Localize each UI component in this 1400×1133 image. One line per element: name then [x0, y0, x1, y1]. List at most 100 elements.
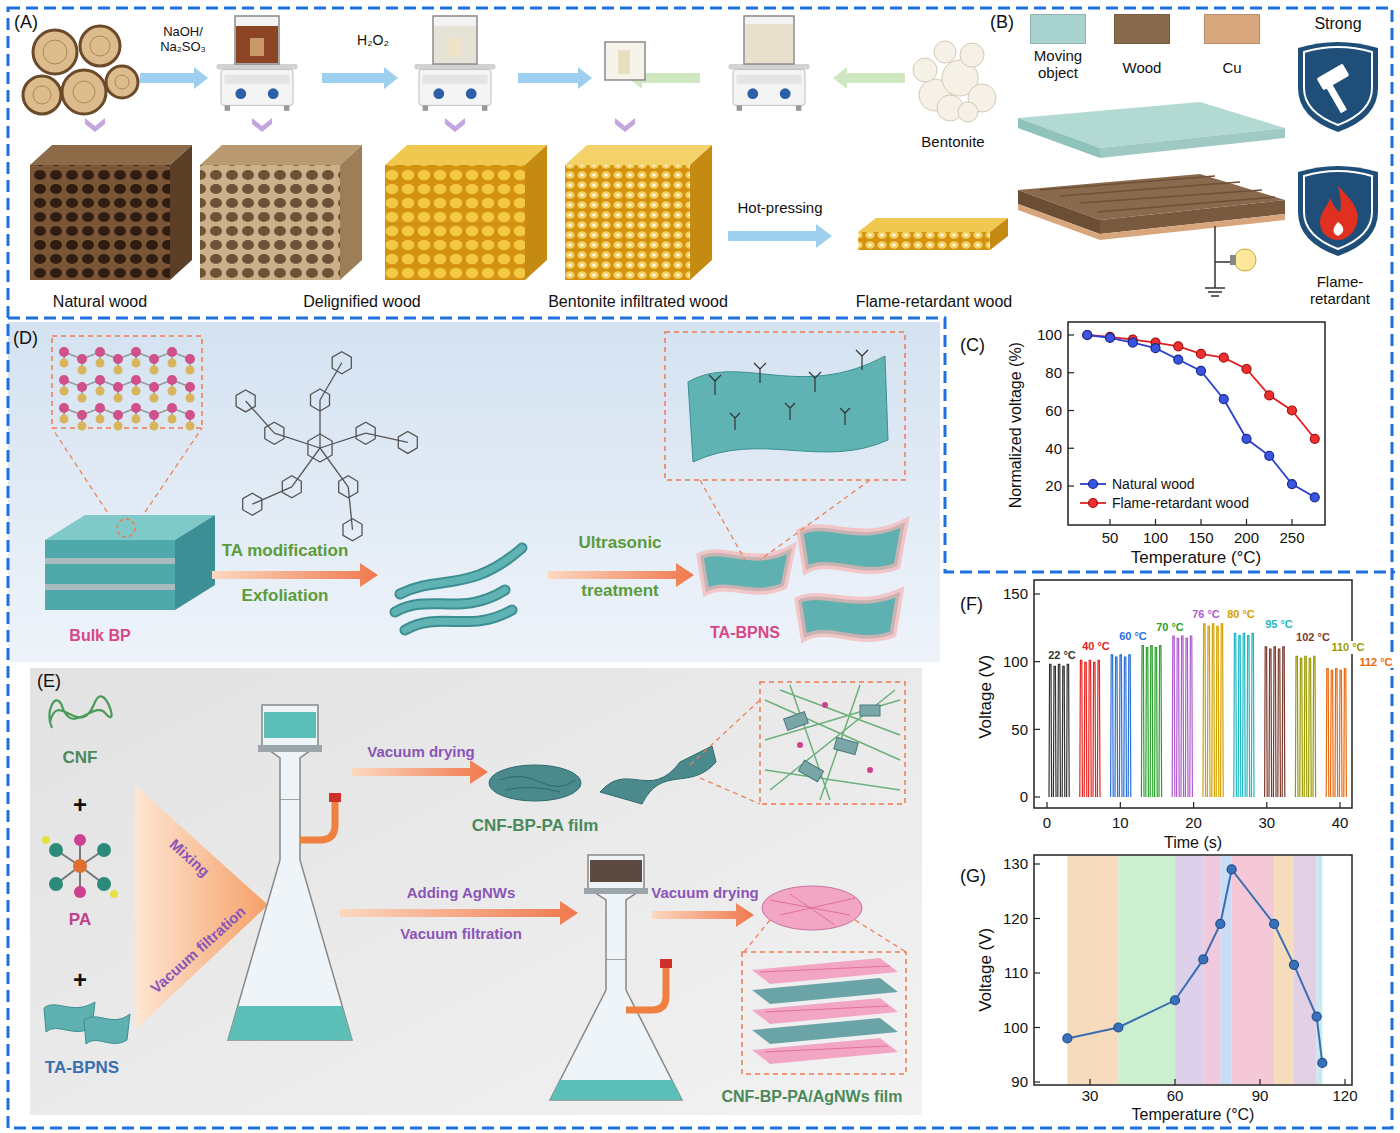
chart-mark [185, 410, 195, 420]
lattice-inset [135, 428, 202, 527]
chart-mark [1251, 633, 1254, 797]
tannic-acid-structure [236, 352, 417, 541]
chart-mark [1331, 670, 1334, 797]
sheet-inset [688, 356, 888, 462]
chart-mark [1034, 863, 1040, 864]
tick-label: 0 [1020, 788, 1028, 805]
chart-mark [113, 410, 123, 420]
chart-mark [78, 394, 87, 403]
filtration-apparatus [550, 1080, 682, 1100]
chart-mark [149, 382, 159, 392]
beaker [236, 26, 278, 63]
sheet-inset [665, 332, 905, 480]
chart-mark [60, 359, 69, 368]
chart-mark [167, 347, 177, 357]
panel-frame [8, 8, 1395, 1128]
film-disc [700, 778, 760, 804]
chart-mark [1128, 655, 1131, 797]
chart-mark [186, 422, 195, 431]
chart-mark [1089, 660, 1092, 797]
chart-mark [131, 347, 141, 357]
chart-mark [131, 375, 141, 385]
wood-block [170, 145, 192, 280]
chart-mark [1197, 349, 1206, 358]
chart-mark [320, 363, 342, 400]
chart-mark [1278, 649, 1281, 797]
tick-label: 50 [1102, 529, 1119, 546]
chart-mark [132, 415, 141, 424]
beaker [744, 16, 794, 64]
film-disc [760, 682, 905, 804]
nanosheet [84, 1014, 130, 1044]
chart-mark [1106, 333, 1115, 342]
process-arrow [340, 901, 578, 925]
chart-mark [168, 359, 177, 368]
chart-mark [1034, 1027, 1040, 1028]
molecule-sketch [97, 877, 111, 891]
chart-mark [1266, 802, 1267, 808]
tick-label: 100 [1003, 1019, 1028, 1036]
temperature-label: 60 °C [1118, 630, 1148, 643]
chart-mark [1084, 662, 1087, 797]
wood-block [525, 145, 547, 280]
device-sketch [1230, 255, 1236, 265]
chart-mark [1313, 656, 1316, 797]
panel-frame [8, 8, 1392, 1128]
chart-mark [185, 382, 195, 392]
log-pile [43, 40, 67, 64]
chart-mark [252, 487, 292, 504]
chart-mark [1197, 366, 1206, 375]
legend-label: Wood [1123, 59, 1162, 76]
chart-mark [1141, 646, 1144, 798]
chart-mark [1247, 636, 1250, 797]
tick-label: 60 [1167, 1087, 1184, 1104]
chart-mark [1174, 355, 1183, 364]
tick-label: 100 [1037, 326, 1062, 343]
temperature-label: 112 °C [1358, 656, 1393, 669]
chart-mark [1111, 655, 1114, 797]
wood-block [858, 232, 990, 250]
tick-label: 80 [1045, 364, 1062, 381]
chart-mark [246, 401, 275, 433]
chart-mark [1114, 1023, 1123, 1032]
process-label: Ultrasonic treatment [565, 519, 675, 615]
chart-mark [132, 359, 141, 368]
material-label: Bentonite [921, 133, 984, 150]
panel-letter: (F) [960, 594, 983, 615]
chart-mark [149, 354, 159, 364]
chart-mark [320, 448, 348, 487]
filtration-apparatus [660, 959, 672, 968]
tick-label: 20 [1185, 814, 1202, 831]
chart-mark [339, 476, 358, 498]
molecule-sketch [110, 890, 118, 898]
chart-mark [1216, 626, 1219, 797]
chart-mark [243, 493, 262, 515]
tick-label: 40 [1045, 440, 1062, 457]
film-disc [784, 712, 809, 731]
chart-mark [1053, 666, 1056, 797]
beaker [448, 38, 462, 56]
chart-mark [319, 400, 320, 448]
chart-mark [398, 431, 417, 453]
film-disc [500, 776, 575, 792]
chart-mark [1067, 664, 1070, 797]
chart-mark [77, 354, 87, 364]
wood-block [30, 145, 1008, 280]
tick-label: 60 [1045, 402, 1062, 419]
chart-mark [1185, 638, 1188, 797]
molecule-sketch [49, 877, 63, 891]
chart-mark [1151, 344, 1160, 353]
log-pile [23, 76, 61, 114]
nanosheet [798, 592, 900, 639]
legend-swatch [1030, 14, 1086, 44]
chart-mark [60, 387, 69, 396]
chart-mark [308, 434, 332, 462]
nanosheet [44, 1002, 130, 1044]
chart-mark [1170, 996, 1179, 1005]
material-label: PA [69, 910, 91, 930]
device-sketch [1018, 204, 1100, 240]
chart-mark [1034, 593, 1040, 594]
exfoliating-sheets [405, 610, 512, 630]
chart-mark [1174, 1079, 1175, 1085]
chart-mark [1193, 802, 1194, 808]
